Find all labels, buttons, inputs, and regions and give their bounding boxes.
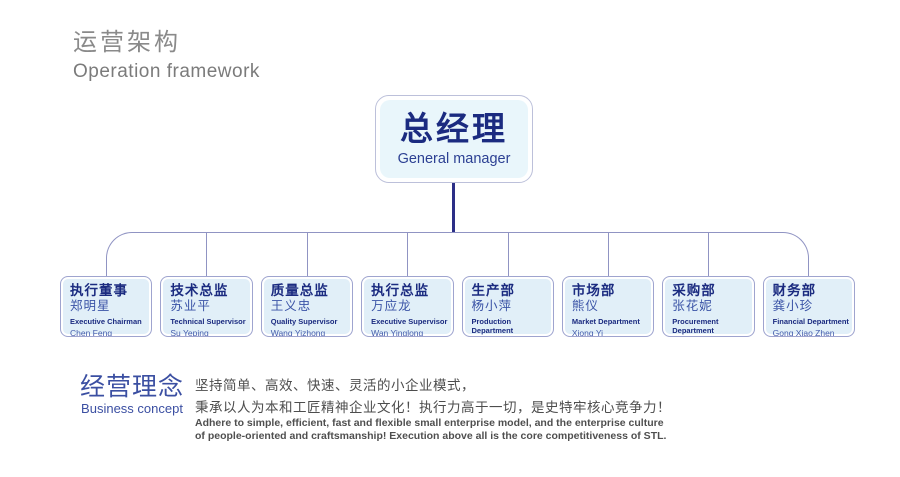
business-concept-text-cn-line1: 坚持简单、高效、快速、灵活的小企业模式，	[195, 378, 475, 393]
department-head-name-en: Wan Yinglong	[371, 328, 424, 337]
department-card: 生产部 杨小萍 Production Department Yang Xiao …	[461, 276, 554, 337]
department-title-en: Procurement Department	[672, 317, 719, 335]
org-stub-connector	[307, 232, 308, 277]
page-title-cn: 运营架构	[73, 29, 181, 56]
department-card: 采购部 张花妮 Procurement Department Zhang Hua…	[662, 276, 755, 337]
department-head-name-en: Wang Yizhong	[270, 328, 326, 337]
department-title-cn: 质量总监	[270, 283, 329, 298]
page-title-block: 运营架构 Operation framework	[73, 28, 260, 84]
department-title-en: Executive Supervisor	[371, 317, 448, 326]
business-concept-title-en: Business concept	[81, 401, 183, 416]
department-title-en: Financial Department	[772, 317, 849, 326]
department-title-cn: 市场部	[571, 283, 616, 298]
root-title-en: General manager	[397, 150, 511, 167]
department-head-name-en: Su Yeping	[170, 328, 209, 337]
department-title-en: Quality Supervisor	[270, 317, 338, 326]
department-title-en: Executive Chairman	[70, 317, 142, 326]
department-title-cn: 执行总监	[371, 283, 430, 298]
org-root-node: 总经理 General manager	[375, 95, 533, 183]
department-head-name-cn: 张花妮	[672, 299, 713, 313]
org-branch-connector	[106, 232, 809, 277]
business-concept-text-en-line2: of people-oriented and craftsmanship! Ex…	[195, 429, 667, 442]
department-title-cn: 采购部	[672, 283, 716, 298]
department-title-en: Technical Supervisor	[170, 317, 246, 326]
org-stub-connector	[206, 232, 207, 277]
department-title-en: Production Department	[471, 317, 514, 335]
business-concept-text-en-line1: Adhere to simple, efficient, fast and fl…	[195, 417, 664, 429]
department-head-name-cn: 杨小萍	[471, 299, 513, 313]
department-head-name-cn: 熊仪	[571, 299, 599, 313]
page-title-en: Operation framework	[73, 61, 260, 82]
business-concept-label: 经营理念 Business concept	[80, 373, 184, 416]
department-head-name-en: Chen Feng	[70, 328, 113, 337]
business-concept-text-en: Adhere to simple, efficient, fast and fl…	[195, 417, 666, 442]
department-title-cn: 技术总监	[170, 283, 229, 298]
department-head-name-en: Gong Xiao Zhen	[772, 328, 835, 337]
department-title-cn: 财务部	[772, 283, 817, 298]
department-card: 技术总监 苏业平 Technical Supervisor Su Yeping	[160, 276, 253, 337]
business-concept-text-cn-line2: 秉承以人为本和工匠精神企业文化！执行力高于一切，是史特牢核心竞争力！	[195, 400, 671, 415]
department-row: 执行董事 郑明星 Executive Chairman Chen Feng 技术…	[60, 276, 855, 337]
root-title-cn: 总经理	[400, 109, 508, 147]
org-stub-connector	[407, 232, 408, 277]
org-root-node-inner: 总经理 General manager	[380, 100, 528, 178]
department-card: 质量总监 王义忠 Quality Supervisor Wang Yizhong	[260, 276, 354, 337]
org-stub-connector	[608, 232, 609, 277]
business-concept-text-cn: 坚持简单、高效、快速、灵活的小企业模式， 秉承以人为本和工匠精神企业文化！执行力…	[195, 375, 671, 419]
department-title-cn: 生产部	[471, 283, 515, 298]
org-trunk-connector	[452, 183, 455, 232]
department-title-en: Market Department	[571, 317, 640, 326]
org-stub-connector	[508, 232, 509, 277]
department-card: 财务部 龚小珍 Financial Department Gong Xiao Z…	[762, 276, 855, 337]
department-head-name-cn: 龚小珍	[772, 299, 814, 313]
department-head-name-cn: 王义忠	[270, 299, 312, 313]
department-card: 市场部 熊仪 Market Department Xiong Yi	[561, 276, 655, 337]
department-head-name-cn: 郑明星	[70, 299, 111, 313]
department-card: 执行董事 郑明星 Executive Chairman Chen Feng	[60, 276, 153, 337]
department-head-name-en: Xiong Yi	[571, 328, 604, 337]
department-title-cn: 执行董事	[70, 283, 128, 298]
department-card: 执行总监 万应龙 Executive Supervisor Wan Yinglo…	[361, 276, 454, 337]
business-concept-title-cn: 经营理念	[80, 373, 185, 401]
org-stub-connector	[708, 232, 709, 277]
department-head-name-cn: 万应龙	[371, 299, 412, 313]
department-head-name-cn: 苏业平	[170, 299, 211, 313]
